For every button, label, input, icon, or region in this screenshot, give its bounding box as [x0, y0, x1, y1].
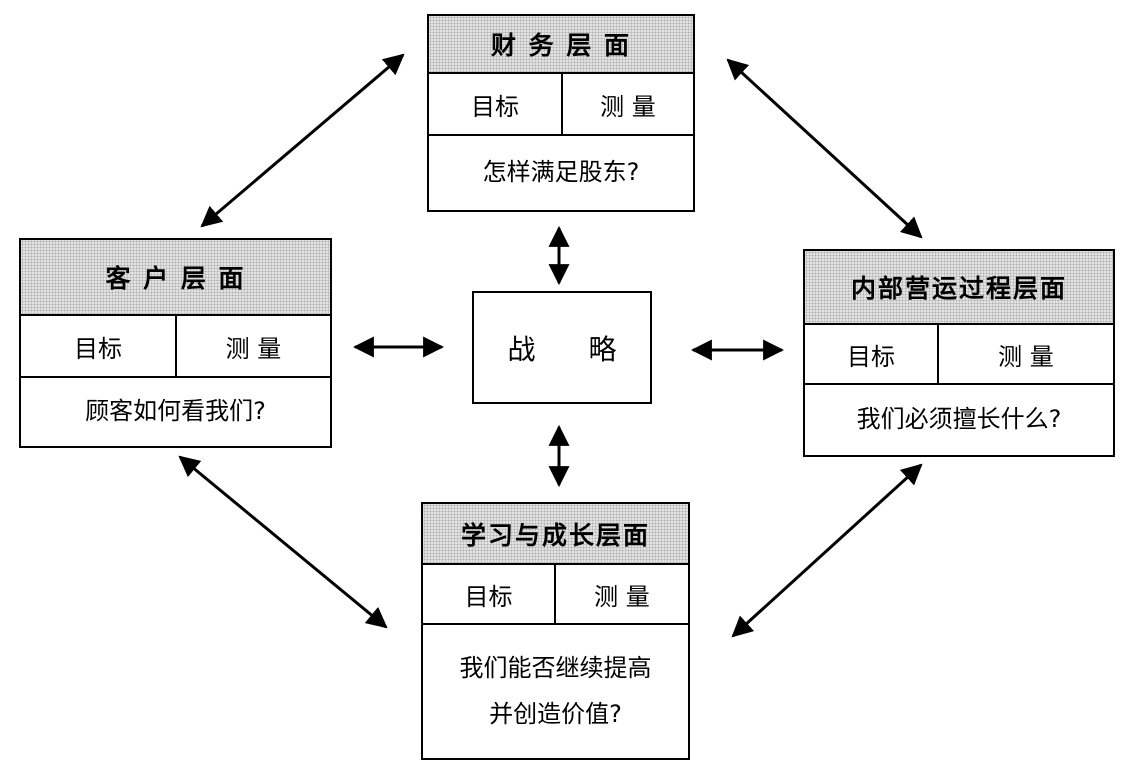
arrow-financial-customer	[200, 53, 405, 228]
learning-goal-measure-row: 目标 测 量	[423, 565, 688, 625]
financial-measure-cell: 测 量	[600, 92, 656, 121]
learning-goal-cell: 目标	[423, 565, 556, 623]
financial-title: 财 务 层 面	[429, 16, 693, 74]
internal-goal-measure-row: 目标 测 量	[805, 325, 1113, 385]
learning-question-line-1: 我们能否继续提高	[459, 653, 652, 682]
learning-question: 我们能否继续提高 并创造价值?	[423, 625, 688, 758]
learning-perspective-box: 学习与成长层面 目标 测 量 我们能否继续提高 并创造价值?	[421, 502, 690, 760]
internal-measure-cell: 测 量	[998, 342, 1054, 371]
customer-measure-cell: 测 量	[225, 334, 282, 363]
strategy-box: 战 略	[472, 291, 652, 404]
customer-goal-measure-row: 目标 测 量	[21, 316, 330, 378]
arrow-customer-learning	[178, 455, 388, 629]
internal-goal-cell: 目标	[805, 325, 939, 383]
learning-question-line-2: 并创造价值?	[489, 699, 622, 728]
internal-question: 我们必须擅长什么?	[856, 405, 1062, 434]
learning-measure-cell: 测 量	[594, 582, 650, 611]
learning-title: 学习与成长层面	[423, 504, 688, 565]
customer-perspective-box: 客 户 层 面 目标 测 量 顾客如何看我们?	[19, 238, 332, 448]
financial-goal-cell: 目标	[429, 74, 563, 134]
customer-title: 客 户 层 面	[21, 240, 330, 316]
customer-question: 顾客如何看我们?	[85, 397, 266, 426]
financial-perspective-box: 财 务 层 面 目标 测 量 怎样满足股东?	[427, 14, 695, 212]
financial-question: 怎样满足股东?	[482, 158, 640, 187]
arrow-internal-learning	[731, 463, 923, 638]
customer-goal-cell: 目标	[21, 316, 177, 376]
arrow-financial-internal	[726, 58, 923, 239]
internal-title: 内部营运过程层面	[805, 251, 1113, 325]
financial-goal-measure-row: 目标 测 量	[429, 74, 693, 136]
internal-perspective-box: 内部营运过程层面 目标 测 量 我们必须擅长什么?	[803, 249, 1115, 457]
